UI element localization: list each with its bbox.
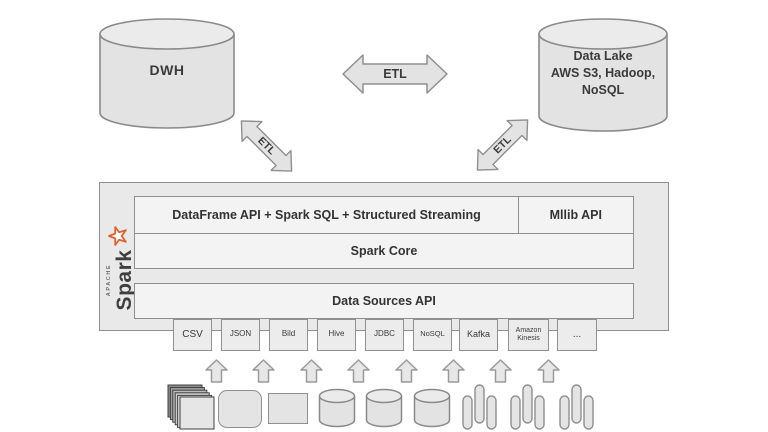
data-lake-line-3: NoSQL: [581, 83, 625, 97]
source-box-json: JSON: [221, 318, 260, 351]
data-lake-line-1: Data Lake: [573, 49, 633, 63]
dataframe-api-label: DataFrame API + Spark SQL + Structured S…: [172, 208, 481, 222]
rounded-rectangle-icon: [218, 390, 262, 428]
etl-arrow-right-diagonal: ETL: [465, 108, 539, 182]
double-arrow-icon: [342, 54, 448, 94]
source-box-more: ...: [557, 318, 597, 351]
stream-pillars-icon: [559, 384, 594, 430]
spark-logo-text: APACHE Spark: [106, 249, 136, 311]
data-lake-cylinder-icon: [538, 18, 668, 132]
up-arrow-icon: [252, 359, 275, 383]
etl-top-label: ETL: [383, 67, 407, 81]
rectangle-icon: [268, 393, 308, 424]
etl-arrow-left-diagonal: ETL: [229, 109, 303, 183]
source-box-bild: Bild: [269, 318, 308, 351]
up-arrow-icon: [537, 359, 560, 383]
up-arrow-icon: [347, 359, 370, 383]
data-sources-api-box: Data Sources API: [134, 283, 634, 319]
data-lake-line-2: AWS S3, Hadoop,: [550, 66, 656, 80]
up-arrow-icon: [489, 359, 512, 383]
double-arrow-icon: [240, 120, 293, 172]
source-box-nosql: NoSQL: [413, 318, 452, 351]
dwh-label: DWH: [149, 62, 185, 78]
mllib-api-label: Mllib API: [549, 208, 602, 222]
data-lake-label: Data Lake AWS S3, Hadoop, NoSQL: [537, 48, 669, 99]
up-arrow-icon: [300, 359, 323, 383]
spark-core-label: Spark Core: [350, 243, 418, 258]
up-arrow-icon: [205, 359, 228, 383]
up-arrow-icon: [442, 359, 465, 383]
dataframe-api-box: DataFrame API + Spark SQL + Structured S…: [134, 196, 519, 234]
document-stack-icon: [167, 384, 215, 430]
double-arrow-icon: [476, 119, 529, 171]
database-cylinder-icon: [413, 388, 451, 428]
source-box-hive: Hive: [317, 318, 356, 351]
up-arrow-icon: [395, 359, 418, 383]
source-box-jdbc: JDBC: [365, 318, 404, 351]
database-cylinder-icon: [318, 388, 356, 428]
apache-label: APACHE: [106, 263, 113, 297]
database-cylinder-icon: [365, 388, 403, 428]
etl-arrow-horizontal: ETL: [342, 52, 448, 96]
stream-pillars-icon: [510, 384, 545, 430]
mllib-api-box: Mllib API: [517, 196, 634, 234]
source-box-amazon-kinesis: Amazon Kinesis: [508, 318, 549, 351]
dwh-cylinder-icon: [99, 18, 235, 129]
data-sources-api-label: Data Sources API: [332, 294, 436, 308]
spark-logo: APACHE Spark: [100, 224, 142, 312]
stream-pillars-icon: [462, 384, 497, 430]
source-box-csv: CSV: [173, 318, 212, 351]
spark-label: Spark: [112, 249, 136, 311]
spark-star-icon: [108, 225, 127, 246]
spark-core-box: Spark Core: [134, 232, 634, 269]
source-box-kafka: Kafka: [459, 318, 498, 351]
